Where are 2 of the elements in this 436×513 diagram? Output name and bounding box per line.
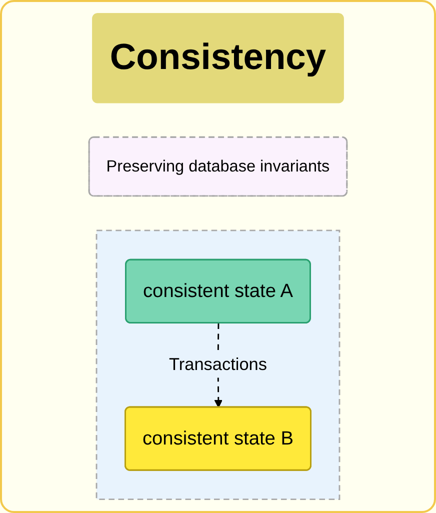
cluster [96, 230, 340, 500]
edge-label: Transactions [169, 354, 267, 374]
